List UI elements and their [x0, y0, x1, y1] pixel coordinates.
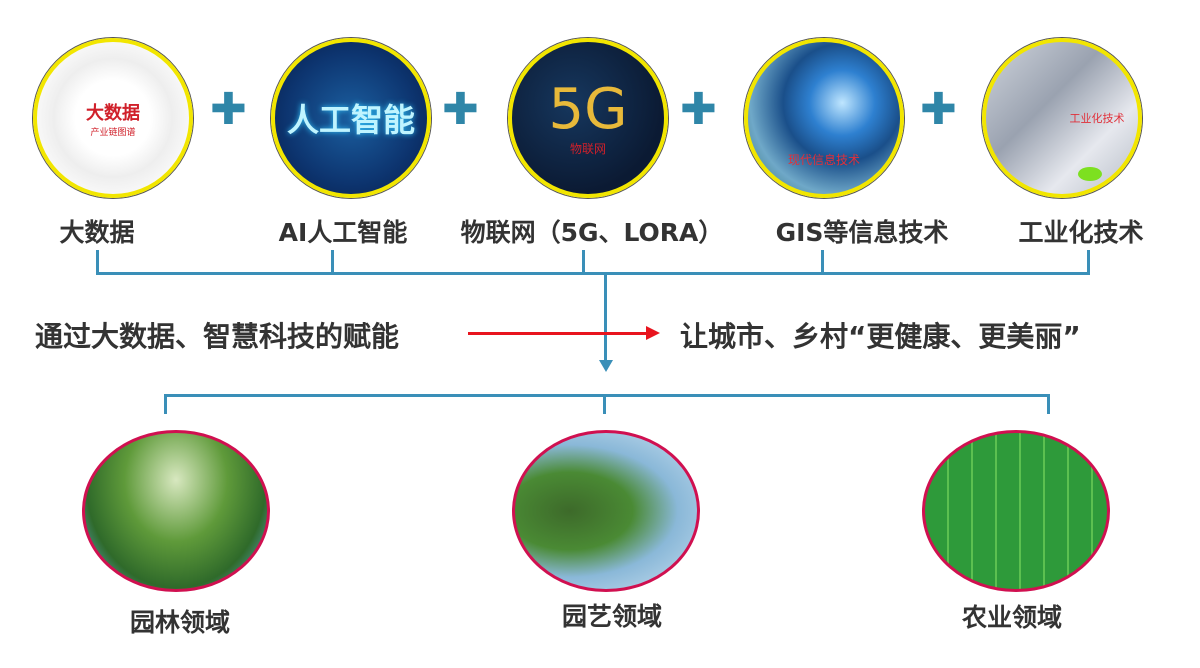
bracket-tick [1047, 394, 1050, 414]
down-arrow-icon [599, 360, 613, 372]
top-bracket-line [96, 272, 1090, 275]
middle-right-text: 让城市、乡村“更健康、更美丽” [680, 320, 1081, 353]
label-agriculture: 农业领域 [961, 603, 1063, 632]
bracket-tick [331, 250, 334, 274]
plus-icon: ✚ [920, 84, 957, 135]
bracket-tick [603, 394, 606, 414]
iot-image: 5G 物联网 [508, 38, 668, 198]
label-big-data: 大数据 [59, 218, 135, 247]
gis-image: 现代信息技术 [744, 38, 904, 198]
image-text: 5G [548, 76, 628, 142]
bracket-tick [821, 250, 824, 274]
red-arrow [468, 332, 648, 335]
image-text: 大数据 [86, 102, 140, 124]
big-data-image: 大数据 产业链图谱 [33, 38, 193, 198]
image-text: 人工智能 [286, 101, 415, 139]
plus-icon: ✚ [680, 84, 717, 135]
ai-image: 人工智能 [271, 38, 431, 198]
industrial-image: 工业化技术 [982, 38, 1142, 198]
image-subtext: 产业链图谱 [90, 127, 136, 138]
bracket-tick [582, 250, 585, 274]
bracket-tick [164, 394, 167, 414]
label-garden: 园林领域 [129, 608, 231, 637]
image-subtext: 现代信息技术 [787, 153, 860, 167]
label-horticulture: 园艺领域 [561, 602, 663, 631]
label-industrial: 工业化技术 [1018, 218, 1144, 247]
label-iot: 物联网（5G、LORA） [460, 218, 724, 247]
agriculture-image [922, 430, 1110, 592]
green-button-decor [1078, 167, 1102, 181]
center-connector [604, 274, 607, 362]
garden-image [82, 430, 270, 592]
plus-icon: ✚ [210, 84, 247, 135]
image-subtext: 工业化技术 [1069, 112, 1125, 125]
plus-icon: ✚ [442, 84, 479, 135]
image-subtext: 物联网 [569, 141, 606, 156]
horticulture-image [512, 430, 700, 592]
label-gis: GIS等信息技术 [775, 218, 949, 247]
bracket-tick [96, 250, 99, 274]
label-ai: AI人工智能 [278, 218, 408, 247]
bracket-tick [1087, 250, 1090, 274]
middle-left-text: 通过大数据、智慧科技的赋能 [35, 320, 400, 353]
bottom-bracket-line [164, 394, 1050, 397]
red-arrow-head-icon [646, 326, 660, 340]
